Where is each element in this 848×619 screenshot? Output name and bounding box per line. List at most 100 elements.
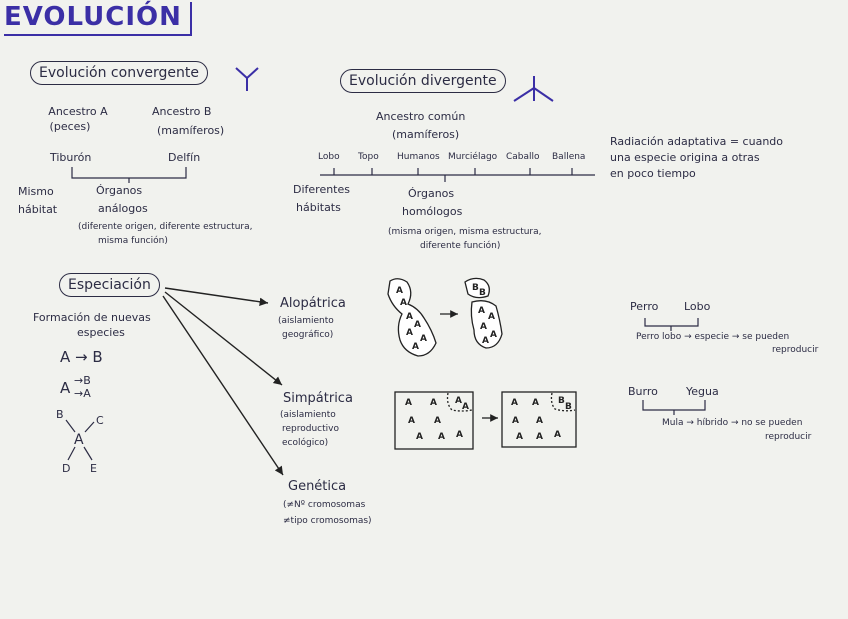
pop-letter: A	[516, 432, 523, 442]
pop-letter: A	[488, 312, 495, 322]
pop-letter: A	[406, 312, 413, 322]
analogous-label: análogos	[98, 202, 148, 215]
speciation-arrows	[162, 287, 284, 476]
ancestor-a: Ancestro A	[48, 105, 108, 118]
species-humans: Humanos	[397, 152, 440, 162]
pop-letter: A	[412, 342, 419, 352]
speciation-diagram-2-root: A	[60, 379, 71, 397]
allopatric-sub-1: (aislamiento	[278, 316, 334, 326]
pop-letter: A	[455, 396, 462, 406]
homologous-note-1: (misma origen, misma estructura,	[388, 227, 542, 237]
sympatric-sub-2: reproductivo	[282, 424, 339, 434]
common-ancestor-sub: (mamíferos)	[392, 128, 460, 141]
pop-letter: A	[438, 432, 445, 442]
divergent-bracket	[320, 168, 595, 182]
genetic-sub-2: ≠tipo cromosomas)	[283, 516, 372, 526]
pop-letter: B	[565, 402, 572, 412]
pop-letter: A	[536, 416, 543, 426]
convergent-heading: Evolución convergente	[30, 61, 208, 85]
radiation-line-1: Radiación adaptativa = cuando	[610, 135, 783, 148]
pop-letter: B	[472, 283, 479, 293]
pop-letter: A	[532, 398, 539, 408]
tree-node-e: E	[90, 462, 97, 475]
pop-letter: A	[480, 322, 487, 332]
pop-letter: A	[482, 336, 489, 346]
radiation-line-3: en poco tiempo	[610, 167, 696, 180]
pop-letter: A	[536, 432, 543, 442]
divergent-icon	[513, 76, 554, 102]
different-label: Diferentes	[293, 183, 350, 196]
example1-left: Perro	[630, 300, 659, 313]
species-whale: Ballena	[552, 152, 586, 162]
dolphin-label: Delfín	[168, 151, 201, 164]
example2-left: Burro	[628, 385, 658, 398]
example1-right: Lobo	[684, 300, 711, 313]
example2-line-1: Mula → híbrido → no se pueden	[662, 418, 803, 428]
example1-line-2: reproducir	[772, 345, 819, 355]
page-title: EVOLUCIÓN	[4, 2, 192, 36]
allopatric-sub-2: geográfico)	[282, 330, 334, 340]
shark-label: Tiburón	[50, 151, 92, 164]
genetic-heading: Genética	[288, 479, 347, 494]
pop-letter: A	[434, 416, 441, 426]
sympatric-heading: Simpátrica	[283, 391, 353, 406]
pop-letter: A	[554, 430, 561, 440]
homologous-note-2: diferente función)	[420, 241, 501, 251]
pop-letter: A	[396, 286, 403, 296]
allopatric-after	[464, 277, 503, 349]
pop-letter: A	[478, 306, 485, 316]
pop-letter: A	[490, 330, 497, 340]
pop-letter: A	[512, 416, 519, 426]
convergent-bracket	[71, 167, 187, 183]
speciation-tree	[65, 419, 95, 461]
example2-line-2: reproducir	[765, 432, 812, 442]
ancestor-b: Ancestro B	[152, 105, 212, 118]
analogous-note-2: misma función)	[98, 236, 168, 246]
pop-letter: A	[408, 416, 415, 426]
organs-label: Órganos	[96, 184, 143, 197]
tree-node-c: C	[96, 414, 104, 427]
genetic-sub-1: (≠Nº cromosomas	[283, 500, 366, 510]
convergent-icon	[235, 67, 259, 91]
ancestor-b-sub: (mamíferos)	[157, 124, 225, 137]
radiation-line-2: una especie origina a otras	[610, 151, 760, 164]
habitats-label: hábitats	[296, 201, 341, 214]
species-horse: Caballo	[506, 152, 540, 162]
pop-letter: A	[420, 334, 427, 344]
same-label: Mismo	[18, 185, 54, 198]
example-brackets	[642, 318, 706, 415]
species-mole: Topo	[358, 152, 379, 162]
divergent-heading: Evolución divergente	[340, 69, 506, 93]
pop-letter: A	[405, 398, 412, 408]
speciation-heading: Especiación	[59, 273, 160, 297]
species-bat: Murciélago	[448, 152, 498, 162]
speciation-def-2: especies	[77, 326, 125, 339]
speciation-diagram-1: A → B	[60, 348, 103, 366]
ancestor-a-sub: (peces)	[49, 120, 91, 133]
homologous-label: homólogos	[402, 205, 463, 218]
allopatric-heading: Alopátrica	[280, 296, 346, 311]
tree-node-d: D	[62, 462, 71, 475]
example1-line-1: Perro lobo → especie → se pueden	[636, 332, 790, 342]
pop-letter: A	[456, 430, 463, 440]
tree-node-b: B	[56, 408, 64, 421]
pop-letter: A	[511, 398, 518, 408]
pop-letter: B	[479, 288, 486, 298]
pop-letter: A	[414, 320, 421, 330]
sympatric-sub-3: ecológico)	[282, 438, 329, 448]
speciation-def-1: Formación de nuevas	[33, 311, 151, 324]
pop-letter: A	[406, 328, 413, 338]
habitat-label: hábitat	[18, 203, 58, 216]
div-organs-label: Órganos	[408, 187, 455, 200]
speciation-diagram-2-lower: →A	[74, 387, 91, 400]
allopatric-before	[387, 278, 437, 357]
pop-letter: B	[558, 396, 565, 406]
speciation-diagram-2-upper: →B	[74, 374, 91, 387]
pop-letter: A	[416, 432, 423, 442]
sympatric-sub-1: (aislamiento	[280, 410, 336, 420]
tree-node-a: A	[74, 432, 84, 448]
pop-letter: A	[462, 402, 469, 412]
pop-letter: A	[400, 298, 407, 308]
